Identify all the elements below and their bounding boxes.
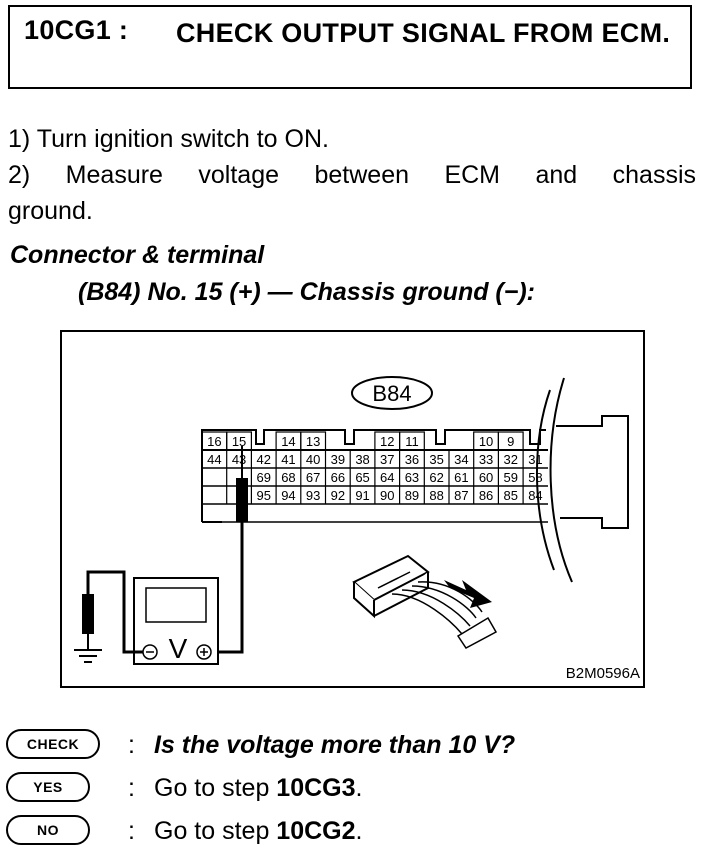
terminal-number: 88: [429, 488, 443, 503]
terminal-number: 84: [528, 488, 542, 503]
terminal-number: 13: [306, 434, 320, 449]
terminal-number: 16: [207, 434, 221, 449]
yes-prefix: Go to step: [154, 774, 277, 802]
terminal-number: 37: [380, 452, 394, 467]
terminal-number: 62: [429, 470, 443, 485]
yes-text: Go to step 10CG3.: [154, 770, 362, 806]
terminal-number: 15: [232, 434, 246, 449]
yes-step-link[interactable]: 10CG3: [276, 774, 356, 802]
yes-badge: YES: [6, 772, 90, 802]
check-colon: :: [128, 731, 135, 759]
terminal-number: 69: [257, 470, 271, 485]
instructions: 1) Turn ignition switch to ON. 2) Measur…: [8, 121, 696, 229]
break-line-left: [536, 389, 555, 571]
terminal-number: 87: [454, 488, 468, 503]
terminal-number: 93: [306, 488, 320, 503]
terminal-number: 11: [405, 434, 419, 449]
connector-end: [556, 415, 629, 529]
no-row: NO : Go to step 10CG2.: [6, 813, 686, 849]
meter-symbol: V: [169, 633, 188, 664]
terminal-number: 38: [355, 452, 369, 467]
terminal-number: 33: [479, 452, 493, 467]
terminal-number: 64: [380, 470, 394, 485]
check-question: Is the voltage more than 10 V?: [154, 731, 516, 759]
no-period: .: [355, 817, 363, 845]
terminal-number: 85: [504, 488, 518, 503]
no-text: Go to step 10CG2.: [154, 813, 362, 849]
terminal-number: 14: [281, 434, 295, 449]
terminal-number: 12: [380, 434, 394, 449]
terminal-number: 59: [504, 470, 518, 485]
terminal-number: 36: [405, 452, 419, 467]
instruction-step-1: 1) Turn ignition switch to ON.: [8, 125, 329, 153]
harness-connector-view: [352, 554, 498, 649]
terminal-number: 35: [429, 452, 443, 467]
terminal-number: 58: [528, 470, 542, 485]
yes-period: .: [355, 774, 363, 802]
terminal-number: 89: [405, 488, 419, 503]
terminal-number: 44: [207, 452, 221, 467]
break-line-right: [549, 377, 573, 583]
terminal-number: 86: [479, 488, 493, 503]
terminal-number: 39: [331, 452, 345, 467]
terminal-number: 90: [380, 488, 394, 503]
instruction-step-2-line-2: ground.: [8, 197, 93, 225]
no-prefix: Go to step: [154, 817, 277, 845]
terminal-number: 31: [528, 452, 542, 467]
terminal-number: 95: [257, 488, 271, 503]
direction-arrow: [444, 580, 492, 608]
terminal-number: 61: [454, 470, 468, 485]
terminal-cell: [226, 431, 252, 451]
no-step-link[interactable]: 10CG2: [276, 817, 356, 845]
terminal-number: 65: [355, 470, 369, 485]
step-header-box: 10CG1 : CHECK OUTPUT SIGNAL FROM ECM.: [8, 5, 692, 89]
terminal-number: 32: [504, 452, 518, 467]
ground-probe: [82, 594, 94, 634]
connector-spec: (B84) No. 15 (+) — Chassis ground (−):: [78, 278, 536, 306]
check-row: CHECK : Is the voltage more than 10 V?: [6, 727, 686, 763]
terminal-number: 10: [479, 434, 493, 449]
yes-row: YES : Go to step 10CG3.: [6, 770, 686, 806]
terminal-number: 42: [257, 452, 271, 467]
check-badge: CHECK: [6, 729, 100, 759]
probe-tip: [236, 478, 248, 522]
terminal-number: 94: [281, 488, 295, 503]
connector-label-ellipse: [351, 376, 433, 410]
instruction-step-2-line-1: 2) Measure voltage between ECM and chass…: [8, 161, 696, 189]
terminal-number: 43: [232, 452, 246, 467]
terminal-number: 63: [405, 470, 419, 485]
step-title: CHECK OUTPUT SIGNAL FROM ECM.: [176, 18, 671, 48]
probe-wire: [212, 522, 244, 654]
terminal-cell: [300, 431, 327, 451]
terminal-number: 92: [331, 488, 345, 503]
terminal-number: 9: [507, 434, 514, 449]
terminal-number: 67: [306, 470, 320, 485]
terminal-number: 91: [355, 488, 369, 503]
terminal-cell: [399, 431, 425, 451]
wiring-figure: B84 16 15 14 13 12 11 10 9 44 43 42 41 40 39 38 37 36 35 3…: [60, 330, 645, 688]
voltmeter: V: [133, 577, 219, 665]
ecm-connector: 16 15 14 13 12 11 10 9 44 43 42 41 40 39 38 37 36 35 34 33 3…: [201, 429, 548, 523]
terminal-number: 60: [479, 470, 493, 485]
ground-lead: [86, 570, 143, 654]
wiring-diagram: B84 16 15 14 13 12 11 10 9 44 43 42 41 40 39 38 37 36 35 3…: [74, 376, 640, 682]
no-badge: NO: [6, 815, 90, 845]
terminal-number: 66: [331, 470, 345, 485]
terminal-number: 68: [281, 470, 295, 485]
terminal-number: 40: [306, 452, 320, 467]
connector-heading: Connector & terminal: [10, 241, 265, 269]
connector-label: B84: [372, 381, 411, 406]
figure-code: B2M0596A: [566, 665, 640, 682]
terminal-cell: [497, 431, 524, 451]
terminal-number: 41: [281, 452, 295, 467]
step-id: 10CG1 :: [24, 15, 129, 45]
terminal-number: 34: [454, 452, 468, 467]
yes-colon: :: [128, 774, 135, 802]
no-colon: :: [128, 817, 135, 845]
